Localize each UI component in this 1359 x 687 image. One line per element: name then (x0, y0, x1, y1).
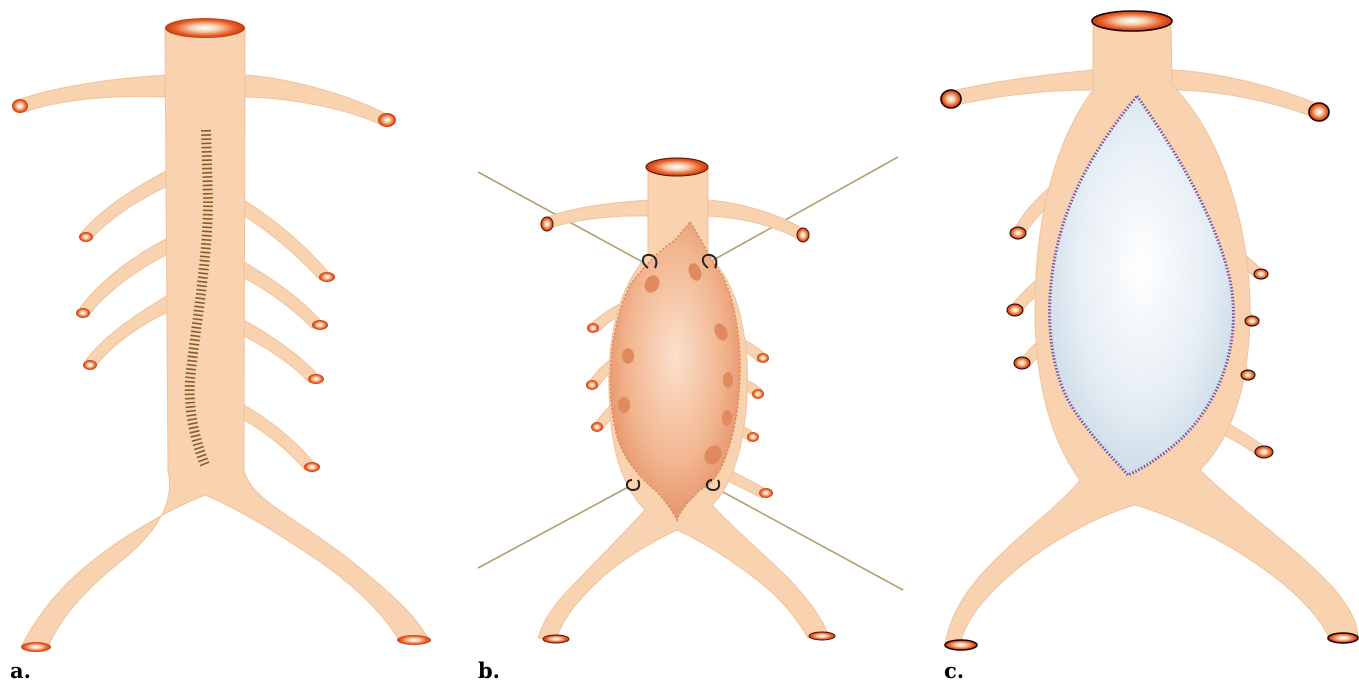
panel-c-label: c. (944, 660, 964, 681)
panel-c-graft-repair (941, 11, 1358, 650)
panel-b-label: b. (478, 660, 500, 681)
panel-a-aorta (12, 18, 431, 652)
panel-a-aorta-trunk (22, 28, 428, 647)
panel-b-opened-aneurysm (478, 157, 903, 643)
panel-a-label: a. (10, 660, 31, 681)
